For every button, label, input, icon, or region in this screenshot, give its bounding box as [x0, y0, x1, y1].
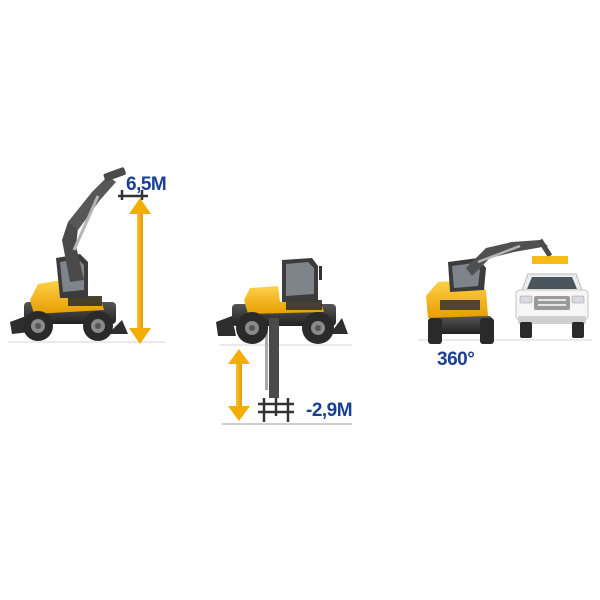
- chassis: [430, 316, 492, 334]
- dig-arm: [269, 318, 279, 398]
- truck-bumper: [518, 316, 586, 324]
- stick: [537, 238, 553, 258]
- dig-arm-cylinder: [265, 330, 268, 390]
- height-arrow: [129, 198, 151, 344]
- boom-lower: [62, 222, 84, 282]
- headlight-right: [571, 295, 585, 304]
- depth-arrow: [228, 349, 250, 421]
- truck-windshield: [527, 277, 577, 289]
- rotation-label: 360°: [437, 349, 475, 370]
- rear-blade: [330, 318, 348, 334]
- headlight-left: [519, 295, 533, 304]
- max-depth-label: -2,9M: [306, 400, 353, 421]
- front-wheel: [23, 311, 53, 341]
- rear-blade: [108, 320, 128, 334]
- rear-wheel: [302, 312, 334, 344]
- max-height-label: 6,5M: [126, 174, 167, 195]
- pallet-fork: [118, 190, 148, 200]
- boom-upper: [68, 176, 116, 230]
- boom: [466, 240, 548, 276]
- stick: [103, 167, 126, 182]
- truck-grille: [534, 296, 570, 310]
- boom-cylinder: [72, 195, 100, 251]
- pickup-truck: [515, 273, 589, 338]
- cab-window: [286, 262, 314, 296]
- body-panel: [286, 300, 322, 310]
- grapple-load: [532, 256, 568, 264]
- pallet-fork: [258, 398, 294, 422]
- body-grille: [440, 300, 480, 310]
- left-wheel: [428, 318, 442, 344]
- boom-cylinder: [477, 244, 521, 264]
- truck-wheel-left: [520, 322, 532, 338]
- excavator-boom-raised: [8, 167, 165, 344]
- excavator-digging-below-ground: [216, 258, 352, 425]
- front-blade: [216, 316, 236, 336]
- body-panel: [68, 296, 102, 306]
- truck-wheel-right: [572, 322, 584, 338]
- excavator-loading-pickup-truck: [418, 238, 592, 344]
- front-wheel: [236, 312, 268, 344]
- right-wheel: [480, 318, 494, 344]
- exhaust: [319, 266, 322, 280]
- rear-wheel: [83, 311, 113, 341]
